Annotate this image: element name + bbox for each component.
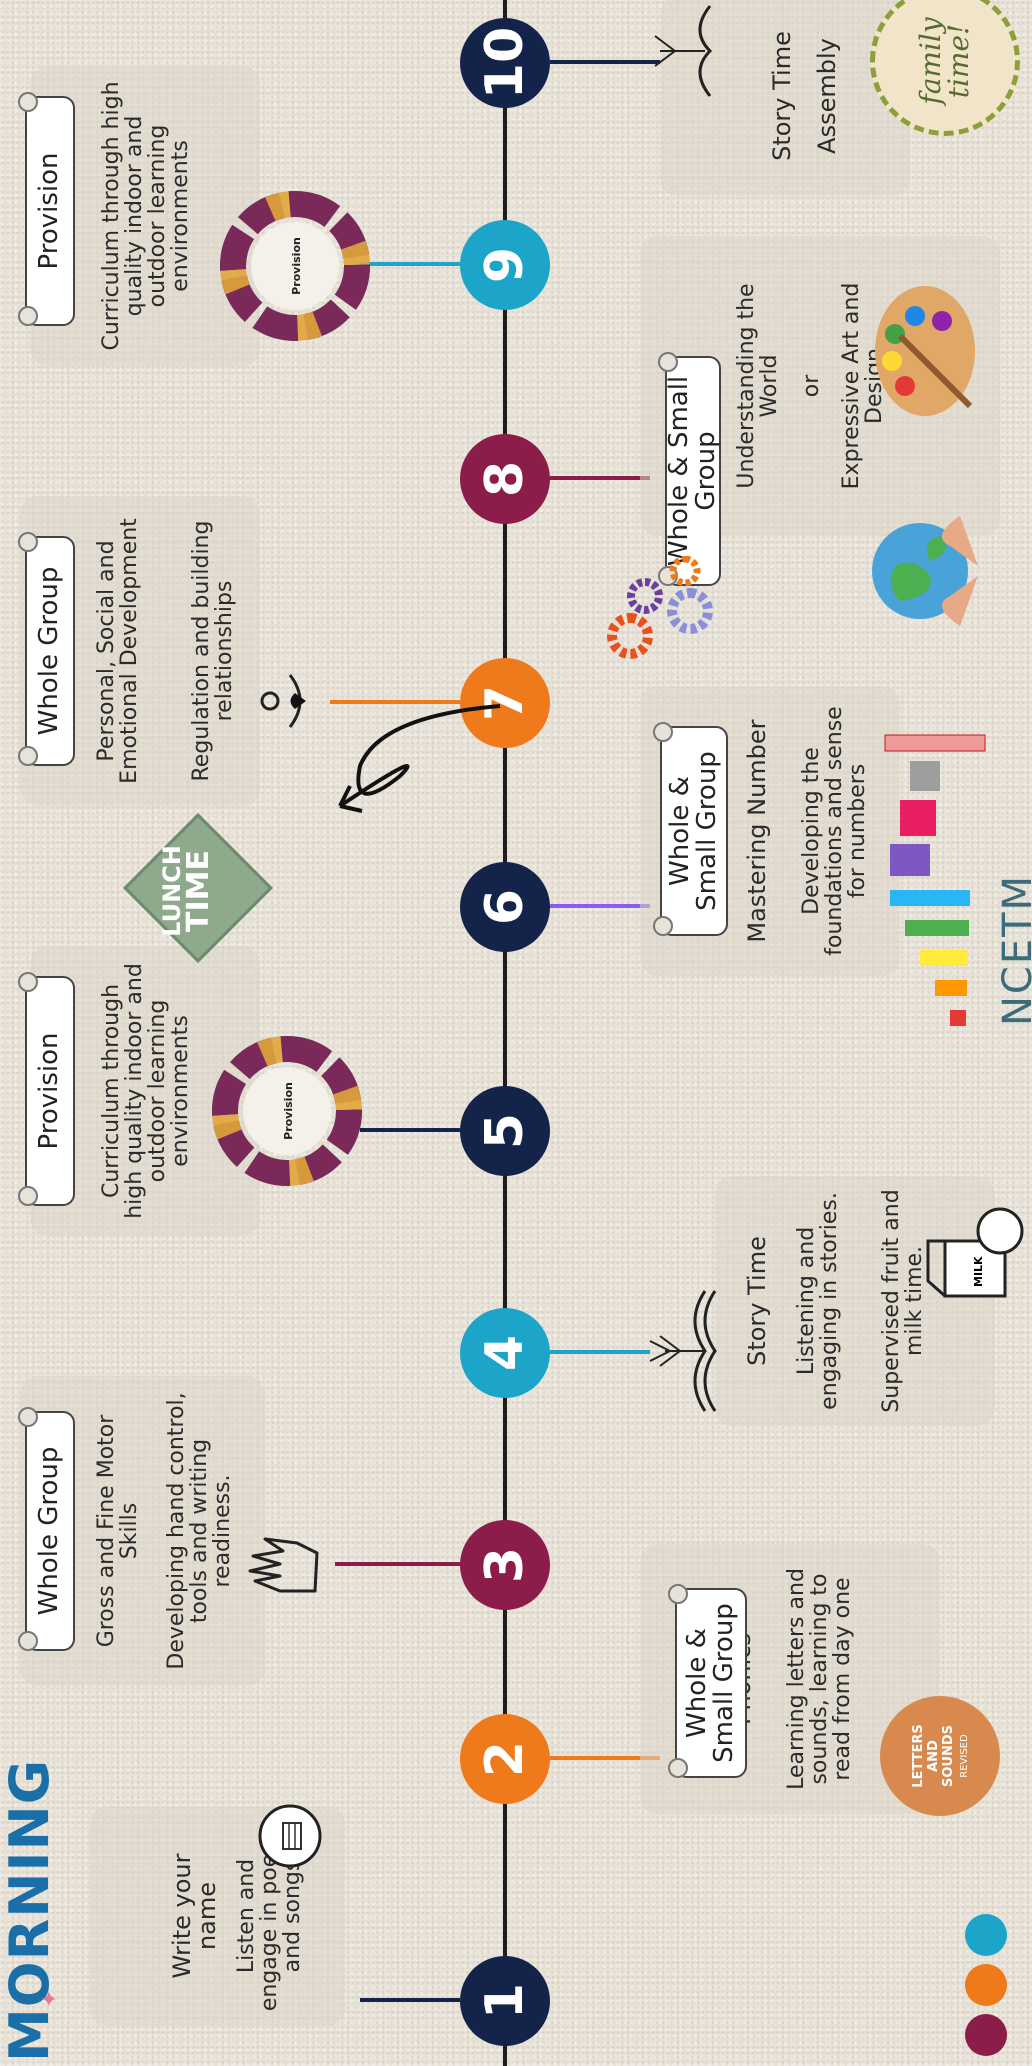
- step-5-number: 5: [460, 1086, 550, 1176]
- corner-dot: [965, 2014, 1007, 2056]
- wheel-label: Provision: [282, 1082, 295, 1140]
- step-6-tag: Whole & Small Group: [660, 726, 728, 936]
- connector-8: [550, 476, 650, 480]
- connector-1: [360, 1998, 460, 2002]
- ring: [18, 972, 38, 992]
- step-10-number: 10: [460, 18, 550, 108]
- ring: [653, 722, 673, 742]
- ring: [18, 532, 38, 552]
- step-7-subject: Personal, Social and Emotional Developme…: [94, 518, 143, 784]
- ring: [18, 1407, 38, 1427]
- numberblocks-icon: [884, 734, 986, 1026]
- step-8-line1: Understanding the World: [734, 283, 783, 489]
- ring: [18, 306, 38, 326]
- provision-wheel-icon: Provision: [220, 191, 370, 341]
- ncetm-logo: NCETM: [995, 873, 1032, 1026]
- badge-line1: family: [914, 17, 947, 105]
- step-1-number: 1: [460, 1956, 550, 2046]
- ring: [18, 92, 38, 112]
- lunch-badge: LUNCH TIME: [158, 841, 216, 941]
- step-8-or: or: [799, 374, 824, 398]
- corner-dot: [965, 1914, 1007, 1956]
- ring: [658, 352, 678, 372]
- step-5-desc: Curriculum through high quality indoor a…: [99, 963, 194, 1219]
- step-6-subject: Mastering Number: [743, 719, 771, 943]
- step-3-subject: Gross and Fine Motor Skills: [94, 1414, 143, 1648]
- step-8-number: 8: [460, 434, 550, 524]
- step-10-line1: Story Time: [768, 31, 796, 161]
- step-8-tag: Whole & Small Group: [664, 356, 721, 586]
- globe-hands-icon: [872, 516, 978, 626]
- step-9-tag: Provision: [25, 96, 75, 326]
- connector-3: [335, 1562, 465, 1566]
- step-3-number: 3: [460, 1520, 550, 1610]
- milk-label: MILK: [972, 1256, 985, 1287]
- sparkle-icon: ✦: [38, 1989, 63, 2008]
- step-5-tag: Provision: [25, 976, 75, 1206]
- poetry-basket-icon: [258, 1804, 322, 1868]
- story-book-icon: [654, 5, 713, 97]
- step-9-number: 9: [460, 220, 550, 310]
- step-1-line1: Write your name: [168, 1853, 222, 1979]
- connector-6: [550, 904, 650, 908]
- ring: [18, 1186, 38, 1206]
- page-title: MORNING: [0, 1758, 61, 2062]
- step-3-tag: Whole Group: [25, 1411, 75, 1651]
- heart-person-icon: [260, 674, 306, 728]
- connector-9: [360, 262, 460, 266]
- ring: [668, 1584, 688, 1604]
- step-7-tag: Whole Group: [25, 536, 75, 766]
- connector-5: [360, 1128, 460, 1132]
- letters-and-sounds-logo: LETTERS AND SOUNDS REVISED: [880, 1696, 1000, 1816]
- step-4-desc1: Listening and engaging in stories.: [794, 1192, 843, 1410]
- step-10-line2: Assembly: [813, 38, 841, 154]
- step-2-tag: Whole & Small Group: [675, 1588, 747, 1778]
- hand-icon: [248, 1537, 319, 1593]
- ring: [653, 916, 673, 936]
- logo-sub: REVISED: [958, 1734, 970, 1778]
- provision-wheel-icon: Provision: [212, 1036, 362, 1186]
- corner-dot: [965, 1964, 1007, 2006]
- step-4-subject: Story Time: [743, 1236, 771, 1366]
- paint-palette-icon: [875, 286, 975, 416]
- step-4-number: 4: [460, 1308, 550, 1398]
- badge-line2: time!: [942, 23, 975, 99]
- ring: [668, 1758, 688, 1778]
- step-2-number: 2: [460, 1714, 550, 1804]
- ring: [18, 746, 38, 766]
- logo-text: LETTERS AND SOUNDS: [910, 1724, 956, 1788]
- step-6-desc: Developing the foundations and sense for…: [799, 706, 871, 956]
- arrow-icon: [338, 704, 501, 813]
- step-7-desc: Regulation and building relationships: [189, 520, 238, 782]
- milk-carton-icon: MILK: [926, 1207, 1024, 1298]
- step-3-desc: Developing hand control, tools and writi…: [164, 1392, 236, 1670]
- step-9-desc: Curriculum through high quality indoor a…: [99, 81, 194, 351]
- story-book-icon: [649, 1290, 717, 1412]
- step-2-desc: Learning letters and sounds, learning to…: [784, 1568, 856, 1790]
- lunch-line2: TIME: [181, 850, 216, 932]
- step-6-number: 6: [460, 862, 550, 952]
- wheel-label: Provision: [290, 237, 303, 295]
- gears-icon: [607, 556, 713, 659]
- ring: [18, 1631, 38, 1651]
